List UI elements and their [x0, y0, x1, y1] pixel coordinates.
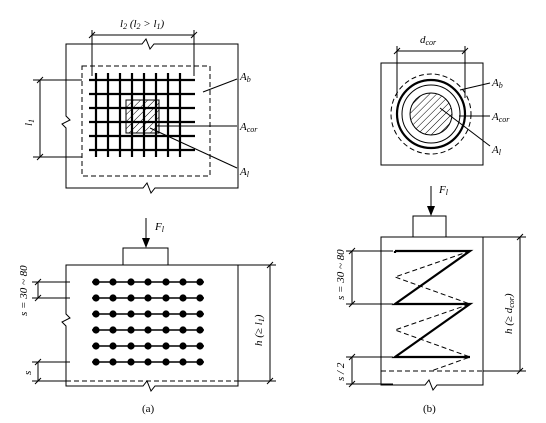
elev-b-dim-height: h (≥ dcor): [483, 233, 526, 375]
plan-b-labels: Ab Acor Al: [439, 77, 510, 157]
elev-b-plate: [412, 215, 447, 238]
bar-section-dot: [127, 326, 135, 334]
bar-section-dot: [92, 358, 100, 366]
bar-section-dot: [127, 278, 135, 286]
label-ab-a: Ab: [239, 71, 251, 84]
plan-b-dim-top: dcor: [393, 34, 469, 98]
bar-section-dot: [92, 294, 100, 302]
bar-section-dot: [196, 326, 204, 334]
bar-section-dot: [179, 342, 187, 350]
bar-section-dot: [127, 342, 135, 350]
bar-section-dot: [179, 326, 187, 334]
bar-section-dot: [179, 278, 187, 286]
label-al-a: Al: [239, 166, 250, 179]
svg-text:s = 30 ~ 80: s = 30 ~ 80: [335, 249, 347, 300]
plan-a-ab-boundary: [81, 65, 211, 177]
diagram-a-plan: l2 (l2 > l1) l1 Ab Acor Al: [23, 18, 258, 194]
elev-a-dim-spacing: s = 30 ~ 80: [18, 265, 70, 316]
plan-a-labels: Ab Acor Al: [149, 71, 258, 179]
svg-text:s = 30 ~ 80: s = 30 ~ 80: [18, 265, 30, 316]
bar-section-dot: [144, 294, 152, 302]
plan-b-ab-circle: [390, 73, 472, 155]
elev-a-outline: [61, 264, 239, 392]
bar-section-dot: [144, 342, 152, 350]
bar-section-dot: [162, 342, 170, 350]
bar-section-dot: [162, 358, 170, 366]
svg-text:l1: l1: [23, 119, 36, 126]
label-al-b: Al: [491, 144, 502, 157]
plan-b-acor-circle: [401, 84, 461, 144]
diagram-b-elevation: Fl s = 30 ~ 80 s / 2: [335, 184, 526, 415]
caption-a: (a): [142, 403, 155, 415]
plan-a-dim-top: l2 (l2 > l1): [88, 18, 198, 76]
bar-section-dot: [109, 342, 117, 350]
load-fl-a: Fl: [154, 221, 165, 234]
plan-a-mesh: [89, 73, 195, 157]
svg-text:h (≥ l1): h (≥ l1): [253, 314, 266, 346]
elev-a-plate: [122, 247, 169, 266]
bar-section-dot: [196, 342, 204, 350]
bar-section-dot: [162, 294, 170, 302]
bar-section-dot: [109, 294, 117, 302]
bar-section-dot: [162, 278, 170, 286]
bar-section-dot: [109, 358, 117, 366]
plan-a-dim-left: l1: [23, 76, 82, 161]
bar-section-dot: [179, 294, 187, 302]
elev-b-dim-half: s / 2: [335, 353, 393, 388]
plan-b-al-core: [409, 92, 453, 136]
bar-section-dot: [162, 310, 170, 318]
bar-section-dot: [109, 326, 117, 334]
elev-a-bar-rows: [92, 278, 204, 366]
bar-section-dot: [162, 326, 170, 334]
plan-b-spiral: [395, 78, 467, 150]
bar-section-dot: [127, 310, 135, 318]
load-fl-b: Fl: [438, 184, 449, 197]
bar-section-dot: [196, 310, 204, 318]
bar-section-dot: [144, 278, 152, 286]
label-ab-b: Ab: [491, 77, 503, 90]
diagram-a-elevation: Fl s = 30 ~ 80 s: [18, 218, 276, 415]
bar-section-dot: [127, 294, 135, 302]
svg-text:dcor: dcor: [420, 34, 437, 47]
svg-text:h (≥ dcor): h (≥ dcor): [503, 293, 516, 334]
plan-b-outline: [380, 62, 484, 166]
svg-text:s: s: [22, 371, 34, 375]
label-acor-a: Acor: [239, 121, 258, 134]
elev-b-dim-spacing: s = 30 ~ 80: [335, 247, 393, 308]
bar-section-dot: [109, 310, 117, 318]
bar-section-dot: [196, 294, 204, 302]
bar-section-dot: [144, 358, 152, 366]
label-acor-b: Acor: [491, 111, 510, 124]
elev-b-spiral: [391, 249, 474, 371]
bar-section-dot: [92, 278, 100, 286]
elev-a-dim-height: h (≥ l1): [238, 261, 276, 385]
bar-section-dot: [196, 358, 204, 366]
bar-section-dot: [144, 326, 152, 334]
bar-section-dot: [144, 310, 152, 318]
bar-section-dot: [92, 326, 100, 334]
bar-section-dot: [109, 278, 117, 286]
plan-a-outline: [61, 38, 239, 194]
svg-text:s / 2: s / 2: [335, 362, 347, 381]
bar-section-dot: [179, 358, 187, 366]
bar-section-dot: [196, 278, 204, 286]
diagram-b-plan: dcor Ab Acor Al: [380, 34, 510, 166]
bar-section-dot: [92, 310, 100, 318]
bar-section-dot: [127, 358, 135, 366]
elev-b-outline: [380, 236, 484, 391]
caption-b: (b): [423, 403, 436, 415]
bar-section-dot: [92, 342, 100, 350]
elev-a-dim-s: s: [22, 358, 70, 385]
svg-text:l2 (l2 > l1): l2 (l2 > l1): [120, 18, 165, 31]
bar-section-dot: [179, 310, 187, 318]
